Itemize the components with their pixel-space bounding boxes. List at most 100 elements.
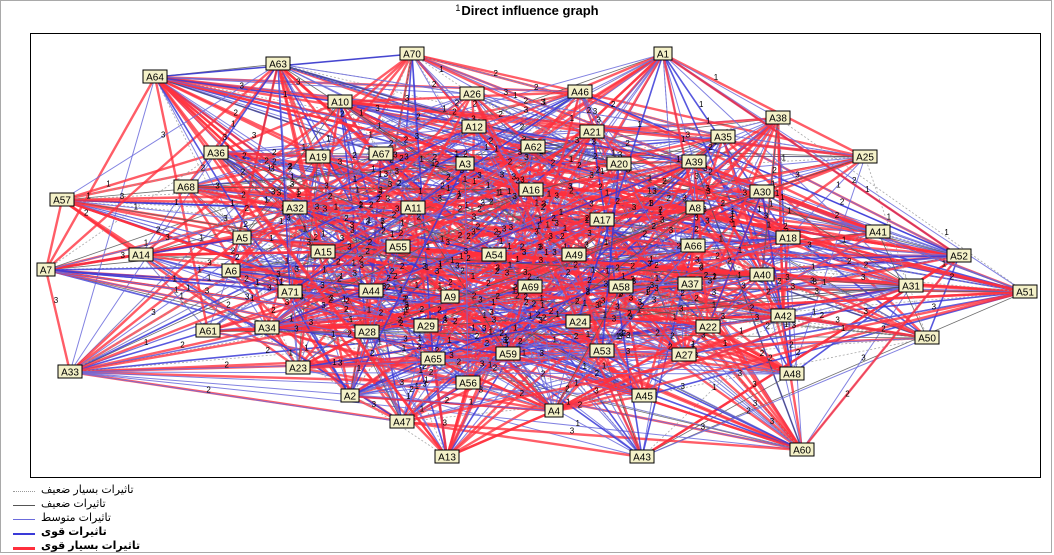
edge-medium xyxy=(693,117,779,163)
node-a12[interactable]: A12 xyxy=(461,119,487,134)
edge-very-weak xyxy=(380,153,603,221)
node-label: A53 xyxy=(593,347,611,358)
node-a24[interactable]: A24 xyxy=(565,314,591,329)
node-a62[interactable]: A62 xyxy=(520,139,546,154)
node-a29[interactable]: A29 xyxy=(413,318,439,333)
node-box xyxy=(455,156,475,171)
node-a52[interactable]: A52 xyxy=(946,248,972,263)
node-a33[interactable]: A33 xyxy=(57,364,83,379)
node-a44[interactable]: A44 xyxy=(358,283,384,298)
edge-weight-label: 3 xyxy=(764,211,769,220)
node-a20[interactable]: A20 xyxy=(606,156,632,171)
node-a68[interactable]: A68 xyxy=(173,179,199,194)
node-a31[interactable]: A31 xyxy=(898,278,924,293)
node-a49[interactable]: A49 xyxy=(561,247,587,262)
node-a64[interactable]: A64 xyxy=(142,69,168,84)
node-a28[interactable]: A28 xyxy=(354,324,380,339)
edge-very-weak xyxy=(241,117,779,239)
edge-weight-label: 3 xyxy=(382,282,387,291)
node-a23[interactable]: A23 xyxy=(285,360,311,375)
edge-weight-label: 3 xyxy=(646,286,651,295)
node-a41[interactable]: A41 xyxy=(865,224,891,239)
node-a53[interactable]: A53 xyxy=(589,343,615,358)
node-a40[interactable]: A40 xyxy=(749,267,775,282)
node-a32[interactable]: A32 xyxy=(282,200,308,215)
node-a14[interactable]: A14 xyxy=(128,247,154,262)
node-a70[interactable]: A70 xyxy=(399,46,425,61)
edge-weight-label: 1 xyxy=(342,295,347,304)
edge-weight-label: 3 xyxy=(810,277,815,286)
node-a27[interactable]: A27 xyxy=(671,347,697,362)
node-a46[interactable]: A46 xyxy=(567,84,593,99)
node-a2[interactable]: A2 xyxy=(340,388,360,403)
node-a5[interactable]: A5 xyxy=(232,230,252,245)
node-a63[interactable]: A63 xyxy=(265,56,291,71)
node-a38[interactable]: A38 xyxy=(765,110,791,125)
edge-weak xyxy=(601,350,643,458)
node-a25[interactable]: A25 xyxy=(852,149,878,164)
node-a59[interactable]: A59 xyxy=(495,346,521,361)
node-a60[interactable]: A60 xyxy=(789,442,815,457)
edge-weight-label: 2 xyxy=(494,227,499,236)
node-a37[interactable]: A37 xyxy=(677,276,703,291)
node-a56[interactable]: A56 xyxy=(455,375,481,390)
node-a13[interactable]: A13 xyxy=(434,449,460,464)
node-a21[interactable]: A21 xyxy=(579,124,605,139)
node-a15[interactable]: A15 xyxy=(310,244,336,259)
node-a8[interactable]: A8 xyxy=(685,200,705,215)
node-a54[interactable]: A54 xyxy=(481,247,507,262)
node-a26[interactable]: A26 xyxy=(459,86,485,101)
edge-weight-label: 3 xyxy=(296,78,301,87)
node-a58[interactable]: A58 xyxy=(608,279,634,294)
node-a35[interactable]: A35 xyxy=(710,129,736,144)
node-a4[interactable]: A4 xyxy=(544,403,564,418)
node-label: A9 xyxy=(444,293,457,304)
node-a39[interactable]: A39 xyxy=(681,154,707,169)
edge-weight-label: 1 xyxy=(285,256,290,265)
node-a3[interactable]: A3 xyxy=(455,156,475,171)
node-a30[interactable]: A30 xyxy=(749,184,775,199)
node-a45[interactable]: A45 xyxy=(631,388,657,403)
node-a66[interactable]: A66 xyxy=(680,238,706,253)
node-a67[interactable]: A67 xyxy=(368,146,394,161)
node-a69[interactable]: A69 xyxy=(517,279,543,294)
edge-weight-label: 2 xyxy=(712,272,717,281)
edge-weight-label: 1 xyxy=(491,298,496,307)
node-a18[interactable]: A18 xyxy=(775,230,801,245)
node-a50[interactable]: A50 xyxy=(914,330,940,345)
edge-weight-label: 1 xyxy=(371,165,376,174)
node-a36[interactable]: A36 xyxy=(203,145,229,160)
edge-weight-label: 2 xyxy=(551,214,556,223)
node-a34[interactable]: A34 xyxy=(254,320,280,335)
node-a57[interactable]: A57 xyxy=(49,192,75,207)
edge-weight-label: 3 xyxy=(54,296,59,305)
edge-very-strong xyxy=(154,76,296,209)
edge-weight-label: 1 xyxy=(367,216,372,225)
node-a9[interactable]: A9 xyxy=(440,289,460,304)
node-a61[interactable]: A61 xyxy=(195,323,221,338)
node-a43[interactable]: A43 xyxy=(629,449,655,464)
edge-weight-label: 2 xyxy=(156,226,161,235)
node-a55[interactable]: A55 xyxy=(385,239,411,254)
edge-very-weak xyxy=(185,186,575,256)
node-a1[interactable]: A1 xyxy=(653,46,673,61)
node-a71[interactable]: A71 xyxy=(277,284,303,299)
edge-weight-label: 2 xyxy=(668,342,673,351)
legend-item: تاثیرات ضعیف xyxy=(5,498,225,512)
node-a42[interactable]: A42 xyxy=(770,308,796,323)
node-a47[interactable]: A47 xyxy=(389,414,415,429)
edge-weight-label: 1 xyxy=(605,189,610,198)
node-a17[interactable]: A17 xyxy=(589,212,615,227)
node-a10[interactable]: A10 xyxy=(327,94,353,109)
edge-weight-label: 1 xyxy=(378,338,383,347)
node-a22[interactable]: A22 xyxy=(695,319,721,334)
node-a48[interactable]: A48 xyxy=(779,366,805,381)
node-a16[interactable]: A16 xyxy=(518,182,544,197)
node-a6[interactable]: A6 xyxy=(221,263,241,278)
node-a11[interactable]: A11 xyxy=(400,200,426,215)
node-a19[interactable]: A19 xyxy=(305,149,331,164)
node-a7[interactable]: A7 xyxy=(36,262,56,277)
edge-weight-label: 3 xyxy=(755,313,760,322)
node-a65[interactable]: A65 xyxy=(420,351,446,366)
node-a51[interactable]: A51 xyxy=(1012,284,1038,299)
